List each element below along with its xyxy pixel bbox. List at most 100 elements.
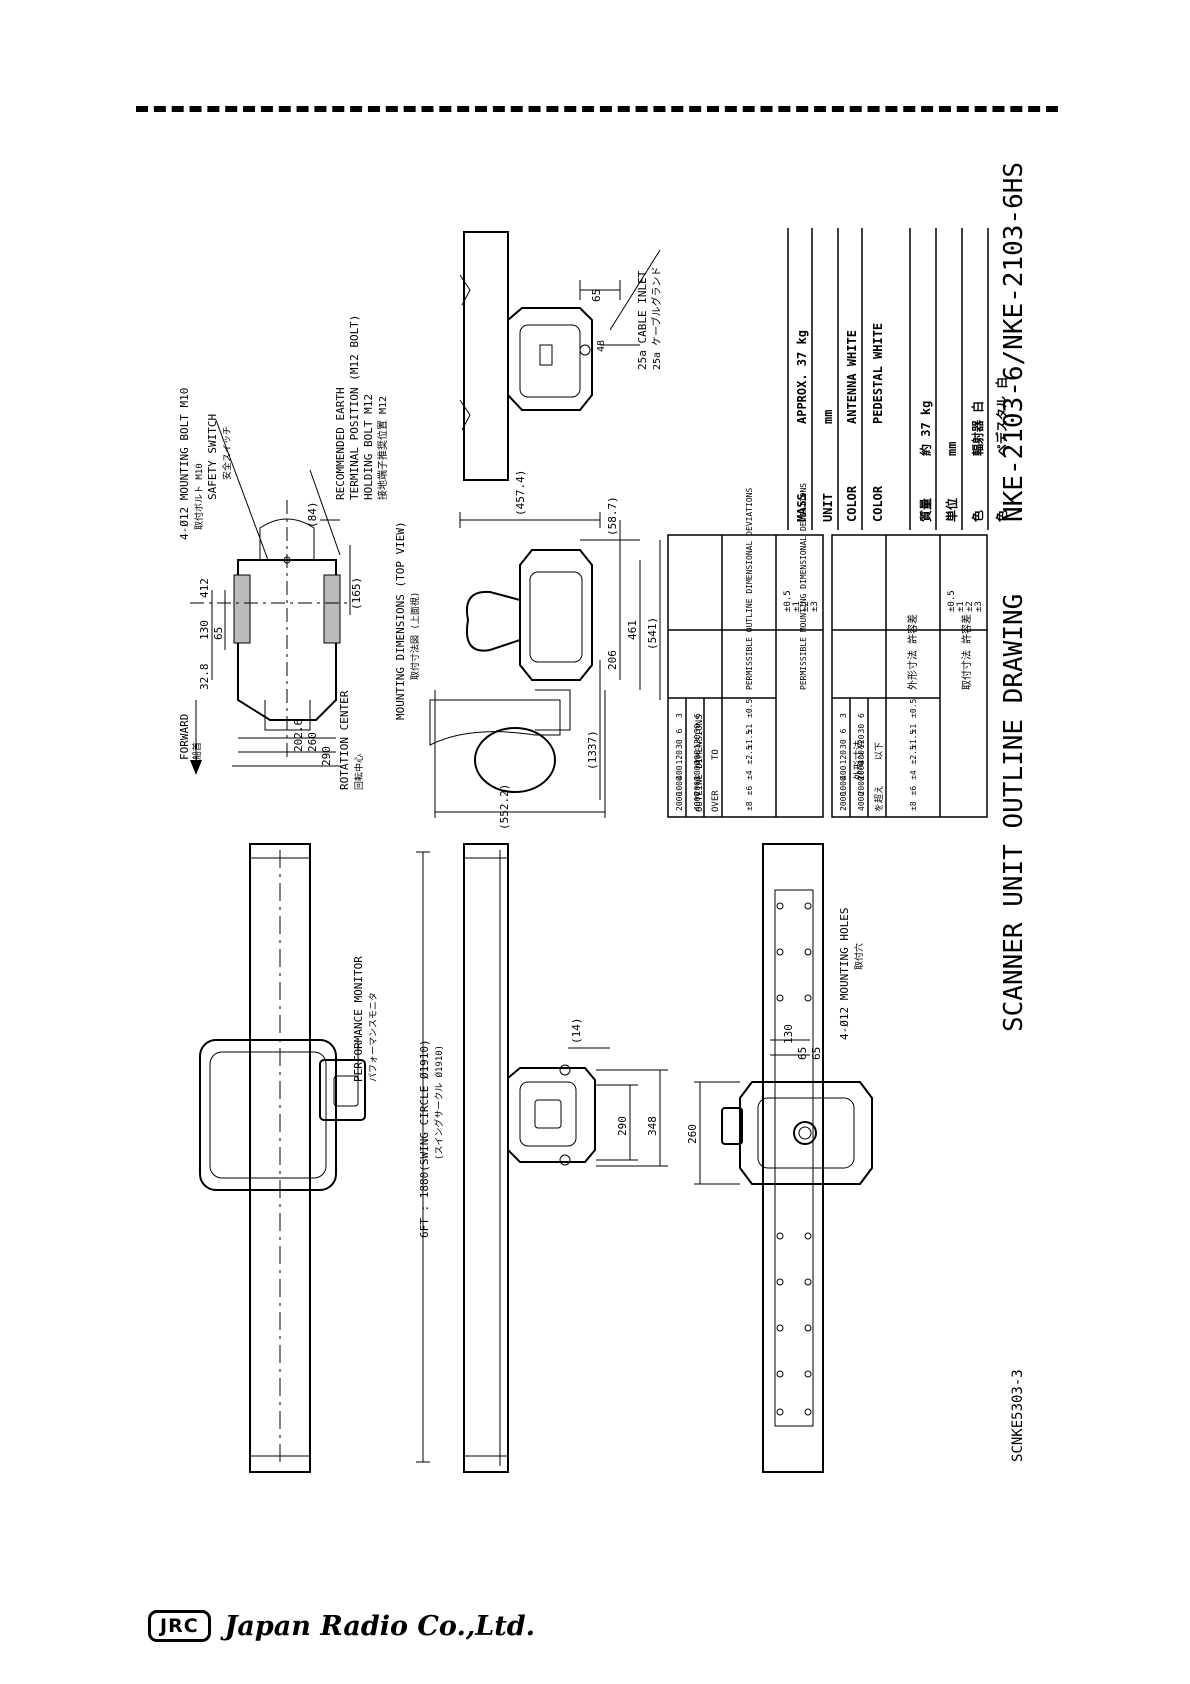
dim-84: (84) xyxy=(306,502,319,529)
dim-1337: (1337) xyxy=(586,730,599,770)
dim-290-mid: 290 xyxy=(616,1116,629,1136)
label-rotation-center-jp: 回転中心 xyxy=(353,754,365,790)
label-performance-monitor: PERFORMANCE MONITOR xyxy=(352,956,365,1082)
dim-48: 48 xyxy=(596,340,607,352)
bottom-view-right xyxy=(694,843,873,1473)
tol-header-over-jp: を超え xyxy=(873,785,885,812)
dim-32-8: 32.8 xyxy=(198,664,211,691)
label-mounting-dims-jp: 取付寸法図 (上面視) xyxy=(409,592,421,680)
label-mounting-bolt: 4-Ø12 MOUNTING BOLT M10 xyxy=(178,388,191,540)
label-safety-switch: SAFETY SWITCH xyxy=(206,414,219,500)
dim-461: 461 xyxy=(626,620,639,640)
spec-value-unit-jp: mm xyxy=(945,442,959,456)
drawing-number: SCNKE5303-3 xyxy=(1010,1369,1026,1462)
tol-to-en: 1000 xyxy=(693,761,702,780)
tol-over-en: 400 xyxy=(675,765,684,780)
tol-header-outline-jp: 外形寸法 xyxy=(852,740,865,780)
tol-mount-jp: ±2 xyxy=(965,601,975,612)
spec-label-color-pedestal: COLOR xyxy=(871,485,885,522)
dim-552-2: (552.2) xyxy=(498,784,511,830)
tol-mount-jp: ±1 xyxy=(956,601,966,612)
tol-dev-en: ±8 xyxy=(745,801,754,811)
spec-value-mass-jp: 約 37 kg xyxy=(918,401,933,456)
dim-65-cable: 65 xyxy=(590,289,603,302)
company-footer: JRC Japan Radio Co.,Ltd. xyxy=(148,1610,535,1642)
tol-to-jp: 120 xyxy=(857,734,866,749)
dim-14: (14) xyxy=(570,1018,583,1045)
tol-dev-en: ±2.5 xyxy=(745,745,754,764)
tol-to-jp: 1000 xyxy=(857,761,866,780)
tol-over-jp: 3 xyxy=(839,713,848,718)
tol-over-jp: 30 xyxy=(839,739,848,749)
dim-348: 348 xyxy=(646,1116,659,1136)
company-name: Japan Radio Co.,Ltd. xyxy=(224,1610,535,1642)
tol-over-en: 120 xyxy=(675,750,684,765)
tol-over-en: 2000 xyxy=(675,792,684,811)
dim-65: 65 xyxy=(212,627,225,640)
tolerance-table-en xyxy=(667,534,824,818)
tol-header-outline-dev-jp: 外形寸法 許容差 xyxy=(906,614,919,690)
tol-to-jp: 30 xyxy=(857,724,866,734)
label-swing-circle-jp: (スイングサークル Ø1910) xyxy=(433,1045,445,1160)
tol-to-en: 4000 xyxy=(693,792,702,811)
tol-over-en: 3 xyxy=(675,713,684,718)
tol-header-outline-dev: PERMISSIBLE OUTLINE DIMENSIONAL DEVIATIO… xyxy=(745,488,754,690)
tol-over-jp: 6 xyxy=(839,729,848,734)
tol-over-en: 1000 xyxy=(675,776,684,795)
tol-to-en: 6 xyxy=(693,713,702,718)
spec-value-color-pedestal: PEDESTAL WHITE xyxy=(871,323,885,424)
label-rotation-center: ROTATION CENTER xyxy=(338,690,351,790)
spec-value-color-antenna: ANTENNA WHITE xyxy=(845,330,859,424)
tol-mount-jp: ±3 xyxy=(974,601,984,612)
spec-label-color-antenna-jp: 色 xyxy=(970,510,985,522)
tol-over-en: 6 xyxy=(675,729,684,734)
spec-value-unit: mm xyxy=(821,410,835,424)
dim-290: 290 xyxy=(320,746,333,766)
tol-dev-en: ±4 xyxy=(745,770,754,780)
tol-dev-en: ±1.5 xyxy=(745,730,754,749)
tol-over-en: 30 xyxy=(675,739,684,749)
jrc-logo: JRC xyxy=(148,1610,211,1642)
side-view-left xyxy=(199,843,366,1473)
tol-header-to-jp: 以下 xyxy=(875,742,885,760)
label-forward-jp: 船首 xyxy=(191,742,203,760)
label-safety-switch-jp: 安全スイッチ xyxy=(221,426,233,480)
spec-value-mass: APPROX. 37 kg xyxy=(795,330,809,424)
dim-65-bottom-b: 65 xyxy=(810,1047,823,1060)
tol-dev-jp: ±4 xyxy=(909,770,918,780)
dim-65-bottom-a: 65 xyxy=(796,1047,809,1060)
tol-to-en: 400 xyxy=(693,750,702,765)
label-earth-2: TERMINAL POSITION (M12 BOLT) xyxy=(348,315,361,500)
spec-value-color-pedestal-jp: ペデスタル 白 xyxy=(994,377,1009,456)
label-forward: FORWARD xyxy=(178,714,191,760)
label-earth-1: RECOMMENDED EARTH xyxy=(334,387,347,500)
tol-mount-en: ±2 xyxy=(801,601,811,612)
spec-table xyxy=(787,228,989,530)
label-holding-bolt: HOLDING BOLT M12 xyxy=(362,394,375,500)
spec-label-mass: MASS xyxy=(795,493,809,522)
dim-541: (541) xyxy=(646,617,659,650)
dim-206: 206 xyxy=(606,650,619,670)
label-mounting-bolt-jp: 取付ボルト M10 xyxy=(194,463,205,530)
pedestal-side-view xyxy=(429,512,661,818)
tol-header-over: OVER xyxy=(711,790,721,812)
tolerance-table-jp xyxy=(831,534,988,818)
tol-dev-jp: ±2.5 xyxy=(909,745,918,764)
tol-over-jp: 120 xyxy=(839,750,848,765)
mounting-footprint xyxy=(190,419,351,775)
spec-label-color-pedestal-jp: 色 xyxy=(994,510,1009,522)
tol-dev-jp: ±1.5 xyxy=(909,730,918,749)
dim-202-6: 202.6 xyxy=(292,719,305,752)
tol-to-en: 30 xyxy=(693,724,702,734)
tol-to-en: 120 xyxy=(693,734,702,749)
tol-mount-jp: ±0.5 xyxy=(947,590,957,612)
side-view-middle xyxy=(416,843,668,1473)
tol-to-jp: 400 xyxy=(857,750,866,765)
tol-dev-en: ±0.5 xyxy=(745,699,754,718)
dim-58-7: (58.7) xyxy=(606,496,619,536)
label-mounting-holes-jp: 取付穴 xyxy=(853,943,865,970)
spec-label-unit-jp: 単位 xyxy=(944,498,959,522)
dim-130-bottom: 130 xyxy=(782,1024,795,1044)
drawing-title: SCANNER UNIT OUTLINE DRAWING xyxy=(999,594,1029,1032)
